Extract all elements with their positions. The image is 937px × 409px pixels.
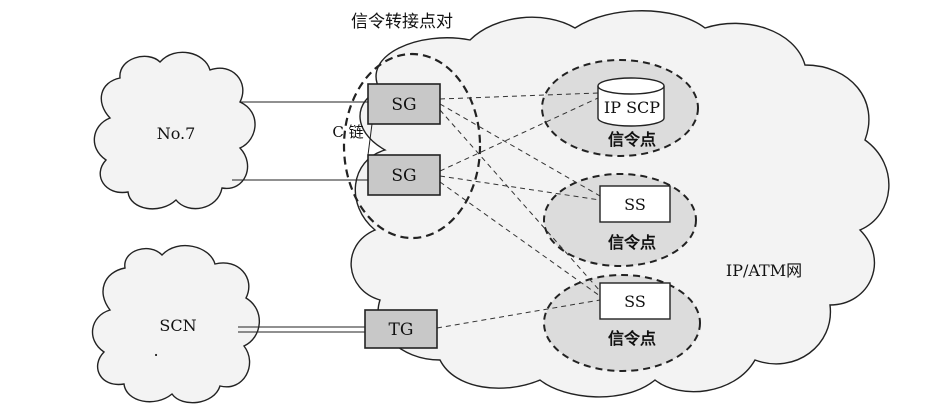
no7-label: No.7 bbox=[157, 124, 196, 143]
ip-scp-database-icon bbox=[597, 77, 665, 127]
ss-node-1 bbox=[599, 185, 671, 223]
scn-label: SCN bbox=[159, 316, 196, 335]
ss-node-1-label: SS bbox=[624, 195, 646, 214]
dlink-tg-ss2 bbox=[436, 299, 601, 329]
signaling-point-label-3: 信令点 bbox=[608, 329, 656, 348]
sg-node-1 bbox=[367, 83, 441, 125]
c-link-label: C 链 bbox=[332, 123, 363, 141]
tg-node-label: TG bbox=[389, 320, 414, 340]
signaling-point-label-1: 信令点 bbox=[608, 130, 656, 149]
ip-scp-label: IP SCP bbox=[604, 98, 660, 117]
ip-atm-label: IP/ATM网 bbox=[726, 261, 802, 280]
dlink-sg2-ss2 bbox=[439, 181, 601, 297]
dlink-sg2-scp bbox=[439, 97, 599, 172]
scn-cloud bbox=[91, 245, 261, 404]
no7-cloud bbox=[93, 51, 256, 210]
scn-dot: . bbox=[153, 341, 158, 360]
dlink-sg1-ss2 bbox=[439, 109, 601, 292]
c-link-line bbox=[367, 123, 373, 156]
diagram-title: 信令转接点对 bbox=[351, 12, 453, 32]
sg-node-1-label: SG bbox=[391, 95, 416, 115]
signaling-point-label-2: 信令点 bbox=[608, 233, 656, 252]
tg-node bbox=[364, 309, 438, 349]
sg-node-2-label: SG bbox=[391, 166, 416, 186]
dlink-sg1-ss1 bbox=[439, 103, 601, 197]
stp-pair-ellipse bbox=[342, 52, 482, 240]
ss-node-2 bbox=[599, 282, 671, 320]
ss-node-2-label: SS bbox=[624, 292, 646, 311]
sg-node-2 bbox=[367, 154, 441, 196]
